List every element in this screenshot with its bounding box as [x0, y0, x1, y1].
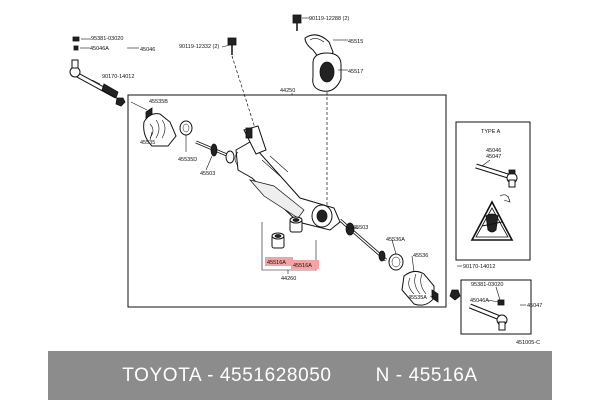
nut-icon-lower [449, 289, 461, 301]
label-45503-right: 45503 [353, 225, 368, 231]
label-90119-12288: 90119-12288 (2) [309, 16, 349, 22]
label-45517: 45517 [348, 69, 363, 75]
part-number-banner: TOYOTA - 4551628050 N - 45516A [48, 351, 552, 400]
rack-housing [234, 125, 341, 231]
type-a-box [455, 121, 531, 261]
label-type-a-45046: 45046 [486, 148, 501, 154]
label-45516a-right: 45516A [293, 263, 312, 269]
label-45047-bottom: 45047 [527, 303, 542, 309]
bushing-cushion [312, 52, 342, 92]
reference-number: N - 45516A [375, 364, 478, 386]
tie-rod-right [339, 218, 387, 262]
bushing-45516a [271, 216, 303, 249]
label-44250: 44250 [280, 88, 295, 94]
bolt-45 [227, 37, 237, 55]
type-a-tie-rod-end [475, 163, 518, 203]
brand-part-number: TOYOTA - 4551628050 [122, 364, 332, 386]
label-45535: 45535 [140, 140, 155, 146]
label-90170-14012-bottom: 90170-14012 [463, 264, 495, 270]
small-bolt-icon [72, 36, 80, 51]
label-95381-03020-top: 95381-03020 [91, 36, 123, 42]
label-45515: 45515 [348, 39, 363, 45]
boot-right [401, 270, 439, 306]
label-45046-top: 45046 [140, 47, 155, 53]
label-45536: 45536 [413, 253, 428, 259]
nut-icon [115, 97, 126, 107]
label-44260: 44260 [281, 276, 296, 282]
label-45535b: 45535B [149, 99, 168, 105]
label-45503-left: 45503 [200, 171, 215, 177]
label-90119-12332: 90119-12332 (2) [179, 44, 219, 50]
tie-rod-end-right [469, 299, 508, 331]
tie-rod-end-left [69, 59, 119, 99]
assembly-frame [127, 94, 447, 308]
bracket-clamp [292, 14, 334, 59]
highlight-45516a-right [291, 260, 319, 269]
highlight-45516a-left [265, 257, 293, 266]
label-type-a-45047: 45047 [486, 154, 501, 160]
label-45046a-top: 45046A [90, 46, 109, 52]
label-type-a: TYPE A [481, 129, 501, 135]
label-45535d: 45535D [178, 157, 197, 163]
clamp-45535d [179, 120, 193, 136]
lower-right-box [460, 279, 532, 335]
label-45535a: 45535A [408, 295, 427, 301]
clamp-45536a [388, 253, 404, 271]
label-45536a: 45536A [386, 237, 405, 243]
label-45516a-left: 45516A [267, 260, 286, 266]
boot-left [143, 107, 177, 147]
figure-code: 451005-C [516, 340, 540, 346]
label-45046a-bottom: 45046A [470, 298, 489, 304]
label-95381-03020-bottom: 95381-03020 [471, 282, 503, 288]
label-90170-14012-top: 90170-14012 [102, 74, 134, 80]
tie-rod-left [195, 140, 235, 164]
warning-icon [470, 200, 514, 241]
